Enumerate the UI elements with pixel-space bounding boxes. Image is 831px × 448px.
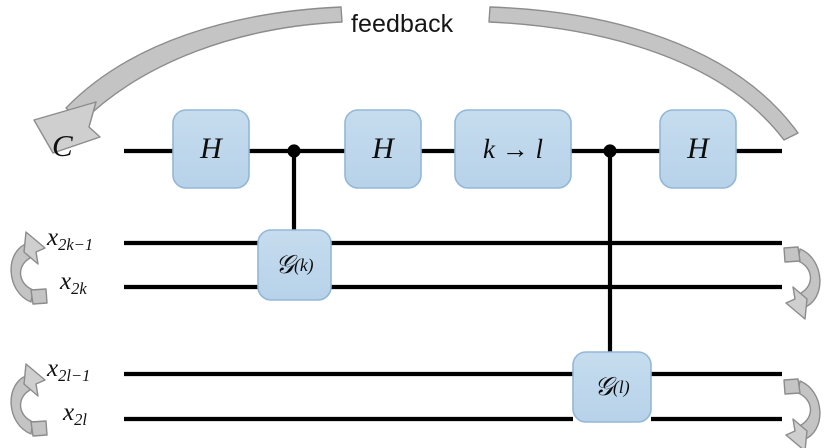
wire-label-c: C [52,128,73,163]
gate-box-g-k[interactable] [257,229,332,301]
gate-box-k-to-l[interactable] [454,109,572,189]
loop-arrow-right-k-head [785,286,808,320]
loop-arrow-left-l [10,363,48,437]
loop-arrow-right-l-tail [783,378,801,395]
gate-box-h3[interactable] [659,109,737,189]
loop-arrow-left-l-head [23,363,46,397]
wire-group [124,148,782,422]
wire-label-x2k: x2k [60,268,87,298]
loop-arrow-right-k-tail [783,246,801,263]
control-dot-group [287,144,617,158]
feedback-arrow [33,6,799,154]
gate-box-h1[interactable] [172,109,250,189]
loop-arrow-right-k [783,246,821,320]
feedback-arc-right-half [488,6,799,141]
gate-box-h2[interactable] [344,109,422,189]
wire-label-x2k-minus-1: x2k−1 [47,224,94,254]
loop-arrow-left-k-head [23,231,46,265]
feedback-label: feedback [351,10,454,38]
control-dot-gk [287,144,301,158]
gate-box-group [172,109,737,423]
loop-arrow-right-l [783,378,821,448]
control-dot-gl [603,144,617,158]
loop-arrow-left-k [10,231,48,305]
wire-label-x2l-minus-1: x2l−1 [47,355,91,385]
feedback-arrowhead [33,101,101,154]
loop-arrow-left-k-tail [30,288,48,305]
loop-arrow-left-l-tail [30,420,48,437]
wire-label-x2l: x2l [63,399,87,429]
gate-box-g-l[interactable] [572,351,652,423]
control-line-group [291,151,613,358]
feedback-arc-left-half [65,6,343,123]
